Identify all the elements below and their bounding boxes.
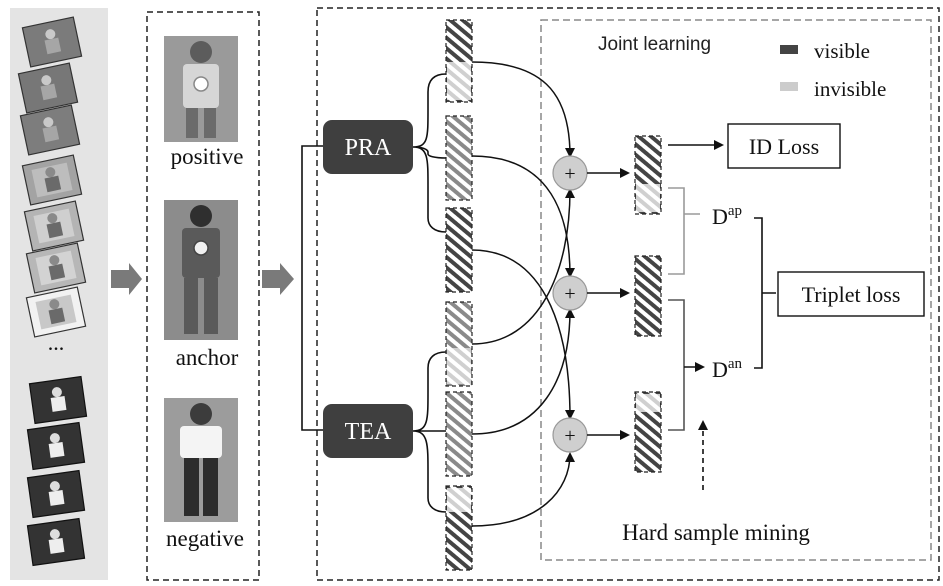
edge [472, 62, 570, 156]
anchor-image [164, 200, 238, 340]
legend-invisible-label: invisible [814, 77, 886, 101]
triplet-panel: positive anchor negative [147, 12, 259, 580]
module-split-bracket [302, 146, 323, 430]
dan-base: D [712, 357, 728, 382]
person-thumbnail [27, 423, 84, 470]
dan-label: Dan [712, 356, 743, 382]
negative-image [164, 398, 238, 522]
feature-stripe-invisible [447, 62, 471, 100]
feature-stripe-invisible [447, 488, 471, 512]
edge [472, 190, 570, 344]
edge [472, 454, 570, 526]
legend-visible-swatch [780, 45, 798, 54]
fusion-node-1: + [553, 156, 587, 190]
anchor-label: anchor [176, 345, 239, 370]
edge [472, 250, 570, 418]
positive-label: positive [171, 144, 244, 169]
tea-module: TEA [323, 404, 413, 458]
feature-stripe [446, 208, 472, 292]
fusion-symbol: + [564, 163, 575, 185]
tea-features [446, 302, 472, 570]
fused-features [635, 136, 661, 472]
feature-stripe-invisible [636, 184, 660, 212]
fusion-symbol: + [564, 425, 575, 447]
feature-stripe [446, 392, 472, 476]
pra-label: PRA [345, 135, 392, 161]
legend: visible invisible [780, 39, 886, 101]
feature-stripe-invisible [636, 394, 660, 412]
dap-bracket [668, 188, 700, 274]
arrow-right-icon [111, 263, 142, 295]
pra-branch-bracket [413, 74, 446, 232]
feature-stripe [446, 116, 472, 200]
fusion-symbol: + [564, 283, 575, 305]
triplet-loss-label: Triplet loss [802, 282, 901, 307]
negative-label: negative [166, 526, 244, 551]
dap-sup: ap [728, 203, 742, 219]
fusion-to-feature-edges [587, 173, 628, 435]
feature-stripe-invisible [447, 348, 471, 384]
id-loss-label: ID Loss [749, 134, 819, 159]
person-thumbnail [27, 471, 84, 518]
person-thumbnail [27, 519, 84, 566]
tea-branch-bracket [413, 352, 446, 512]
hard-sample-mining-label: Hard sample mining [622, 520, 810, 545]
fused-feature-stripe [635, 256, 661, 336]
positive-image [164, 36, 238, 142]
sequence-ellipsis: ... [48, 330, 65, 355]
fusion-node-2: + [553, 276, 587, 310]
dan-bracket [668, 300, 684, 430]
joint-learning-label: Joint learning [598, 34, 711, 55]
legend-invisible-swatch [780, 82, 798, 91]
pra-features [446, 20, 472, 292]
triplet-bracket [754, 218, 776, 368]
tea-label: TEA [345, 419, 392, 445]
person-thumbnail [29, 377, 86, 424]
dap-label: Dap [712, 203, 742, 229]
dan-sup: an [728, 356, 743, 372]
sequence-panel: ... [10, 8, 108, 580]
legend-visible-label: visible [814, 39, 870, 63]
pra-module: PRA [323, 120, 413, 174]
fusion-node-3: + [553, 418, 587, 452]
arrow-right-icon [262, 263, 294, 295]
dap-base: D [712, 204, 728, 229]
